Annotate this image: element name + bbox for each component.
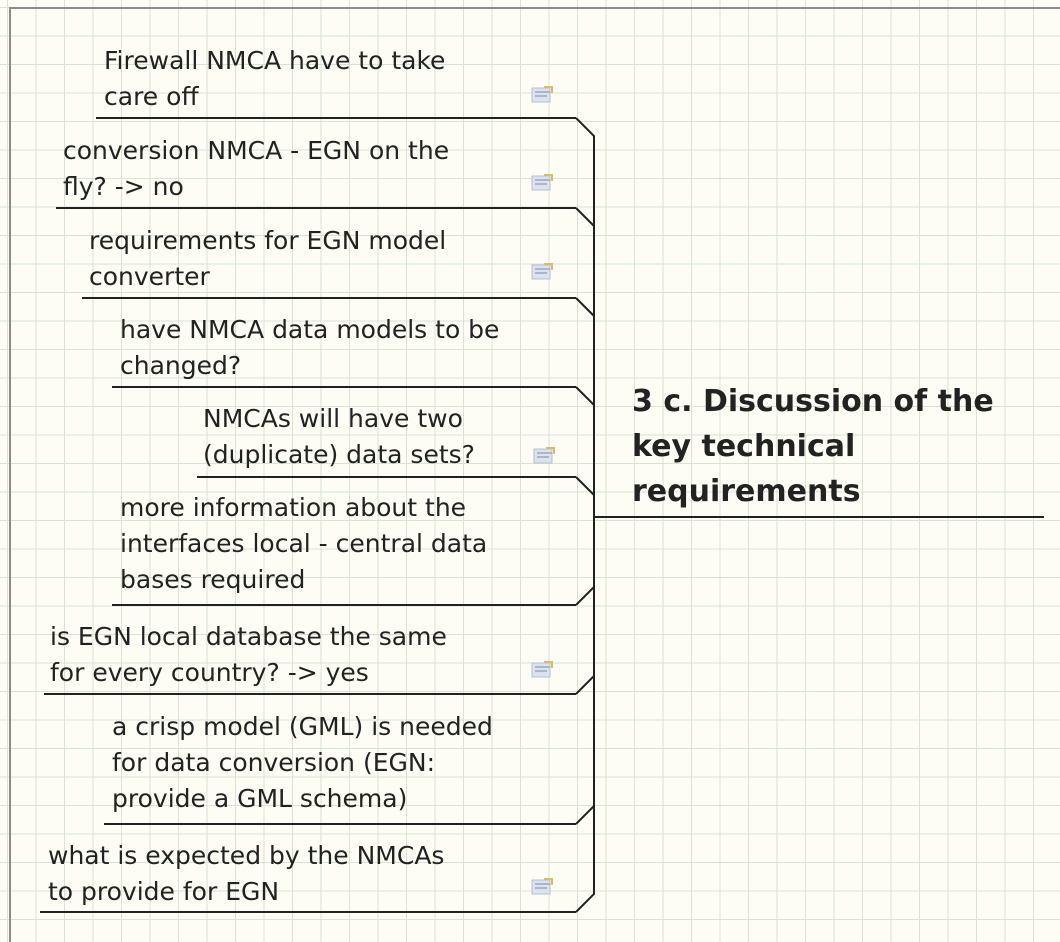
subtopic-connector-7 — [575, 517, 595, 695]
subtopic-text-line: Firewall NMCA have to take — [104, 46, 446, 75]
subtopic-text-line: provide a GML schema) — [112, 784, 408, 813]
subtopic-connector-9 — [575, 517, 595, 913]
subtopic-3[interactable]: requirements for EGN model converter — [89, 223, 446, 295]
subtopic-text-line: a crisp model (GML) is needed — [112, 712, 493, 741]
note-icon[interactable] — [530, 659, 554, 679]
subtopic-text-line: NMCAs will have two — [203, 404, 463, 433]
subtopic-text-line: for every country? -> yes — [50, 658, 369, 687]
subtopic-7[interactable]: is EGN local database the same for every… — [50, 619, 447, 691]
subtopic-connector-1 — [575, 117, 595, 517]
canvas-frame — [9, 7, 1060, 942]
subtopic-text-line: for data conversion (EGN: — [112, 748, 436, 777]
note-icon[interactable] — [532, 445, 556, 465]
subtopic-text-line: interfaces local - central data — [120, 529, 488, 558]
subtopic-text-line: to provide for EGN — [48, 877, 280, 906]
subtopic-text-line: requirements for EGN model — [89, 226, 447, 255]
central-topic-line: 3 c. Discussion of the — [632, 384, 994, 419]
central-topic-line: key technical — [632, 429, 856, 464]
subtopic-text-line: converter — [89, 262, 210, 291]
subtopic-4[interactable]: have NMCA data models to be changed? — [120, 312, 499, 384]
subtopic-text-line: is EGN local database the same — [50, 622, 447, 651]
subtopic-connector-8 — [575, 517, 595, 825]
note-icon[interactable] — [530, 876, 554, 896]
note-icon[interactable] — [530, 172, 554, 192]
central-topic-line: requirements — [632, 474, 861, 509]
note-icon[interactable] — [530, 261, 554, 281]
subtopic-6[interactable]: more information about the interfaces lo… — [120, 490, 487, 598]
subtopic-connector-2 — [575, 207, 595, 227]
subtopic-text-line: fly? -> no — [63, 172, 184, 201]
subtopic-9[interactable]: what is expected by the NMCAs to provide… — [48, 838, 444, 910]
subtopic-text-line: bases required — [120, 565, 306, 594]
subtopic-text-line: care off — [104, 82, 199, 111]
subtopic-8[interactable]: a crisp model (GML) is needed for data c… — [112, 709, 493, 817]
central-topic[interactable]: 3 c. Discussion of the key technical req… — [632, 379, 994, 514]
subtopic-connector-5 — [575, 476, 595, 496]
subtopic-connector-3 — [575, 297, 595, 317]
subtopic-1[interactable]: Firewall NMCA have to take care off — [104, 43, 445, 115]
note-icon[interactable] — [530, 84, 554, 104]
subtopic-text-line: what is expected by the NMCAs — [48, 841, 445, 870]
subtopic-5[interactable]: NMCAs will have two (duplicate) data set… — [203, 401, 475, 473]
subtopic-text-line: conversion NMCA - EGN on the — [63, 136, 450, 165]
subtopic-text-line: more information about the — [120, 493, 467, 522]
subtopic-text-line: changed? — [120, 351, 242, 380]
subtopic-text-line: have NMCA data models to be — [120, 315, 500, 344]
subtopic-text-line: (duplicate) data sets? — [203, 440, 475, 469]
subtopic-connector-4 — [575, 386, 595, 406]
subtopic-2[interactable]: conversion NMCA - EGN on the fly? -> no — [63, 133, 449, 205]
subtopic-connector-6 — [575, 517, 595, 606]
